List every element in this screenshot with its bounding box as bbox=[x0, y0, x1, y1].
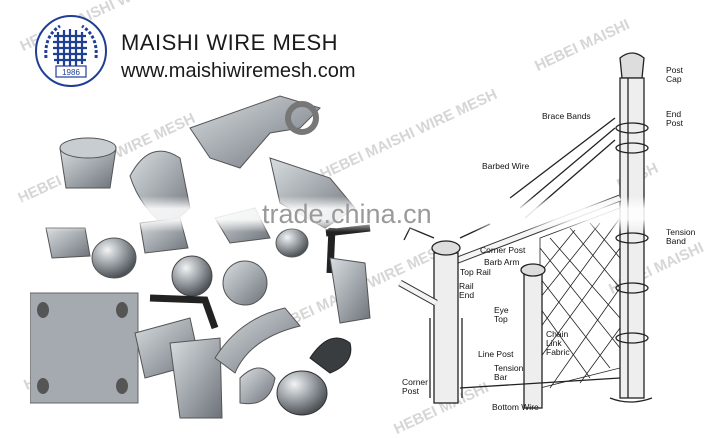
label-tension-bar: Tension Bar bbox=[494, 363, 524, 382]
label-corner-post-top: Corner Post bbox=[480, 245, 526, 255]
tension-band-part bbox=[329, 257, 371, 324]
label-brace-bands: Brace Bands bbox=[542, 111, 591, 121]
gate-hinge-part bbox=[189, 95, 321, 169]
dome-post-cap bbox=[222, 260, 268, 306]
trade-banner-text: trade.china.cn bbox=[262, 199, 432, 229]
company-logo: 1986 bbox=[35, 15, 107, 87]
label-chain-link-fabric: Chain Link Fabric bbox=[546, 329, 570, 357]
ball-cap-part bbox=[149, 255, 219, 330]
label-barb-arm: Barb Arm bbox=[484, 257, 520, 267]
label-end-post: End Post bbox=[666, 109, 684, 128]
label-barbed-wire: Barbed Wire bbox=[482, 161, 530, 171]
label-eye-top: Eye Top bbox=[494, 305, 509, 324]
brand-url[interactable]: www.maishiwiremesh.com bbox=[121, 60, 356, 82]
trade-banner bbox=[0, 196, 721, 232]
black-dome-cap bbox=[276, 337, 352, 416]
label-rail-end: Rail End bbox=[459, 281, 475, 300]
label-bottom-wire: Bottom Wire bbox=[492, 402, 539, 412]
dome-cap-part bbox=[59, 137, 117, 189]
fence-fittings-photo bbox=[30, 95, 371, 419]
label-line-post: Line Post bbox=[478, 349, 514, 359]
label-corner-post-bottom: Corner Post bbox=[402, 377, 428, 396]
label-post-cap: Post Cap bbox=[666, 65, 684, 84]
label-tension-band: Tension Band bbox=[666, 227, 696, 246]
brand-title: MAISHI WIRE MESH bbox=[121, 30, 339, 55]
logo-year: 1986 bbox=[62, 68, 80, 77]
label-top-rail: Top Rail bbox=[460, 267, 491, 277]
connector-tube-part bbox=[134, 317, 223, 419]
brace-band-part bbox=[214, 307, 301, 405]
base-plate bbox=[30, 292, 139, 404]
